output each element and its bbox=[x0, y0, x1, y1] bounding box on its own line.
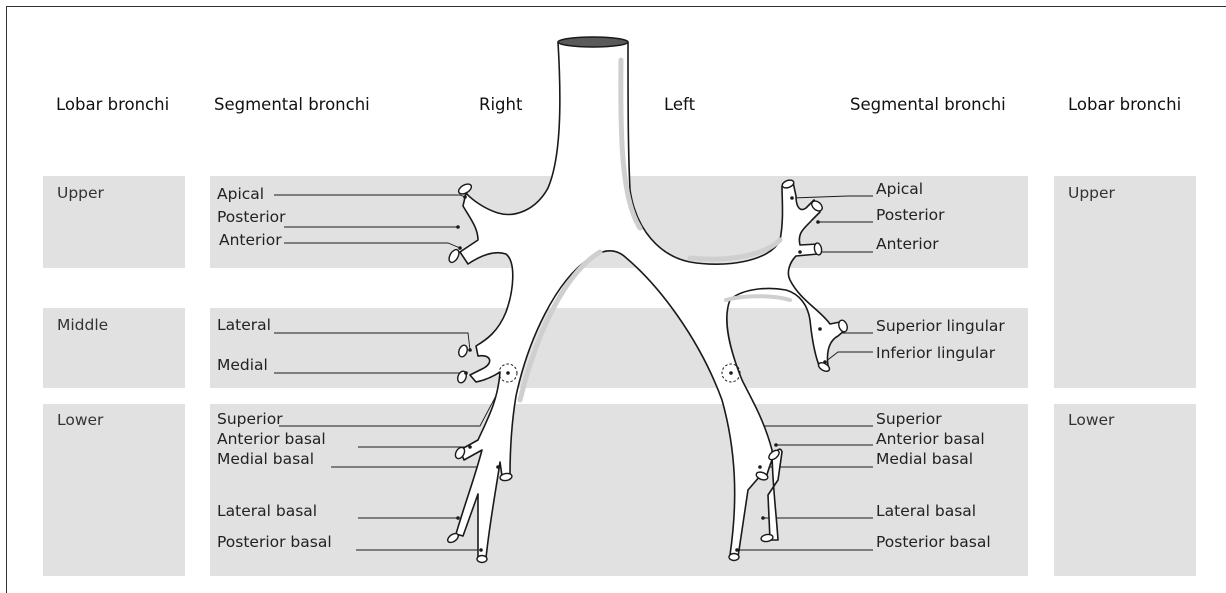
lobe-lower-left-col: Lower bbox=[57, 413, 103, 429]
label-medial-basal-right: Medial basal bbox=[217, 452, 314, 468]
label-superior-right: Superior bbox=[217, 412, 283, 428]
label-anterior-basal-right: Anterior basal bbox=[217, 432, 326, 448]
leader-superior-right bbox=[279, 373, 508, 426]
opening-posterior-basal-left bbox=[729, 554, 739, 561]
label-posterior-left: Posterior bbox=[876, 208, 945, 224]
superior-segment-markers bbox=[499, 364, 740, 382]
opening-lateral-basal-right bbox=[446, 532, 460, 545]
header-lobar-bronchi-right: Lobar bronchi bbox=[1068, 97, 1181, 114]
label-superior-left: Superior bbox=[876, 412, 942, 428]
label-lateral-right: Lateral bbox=[217, 318, 271, 334]
label-anterior-left: Anterior bbox=[876, 237, 939, 253]
opening-lateral-basal-left bbox=[760, 534, 773, 543]
lobe-middle-left-col: Middle bbox=[57, 318, 108, 334]
label-lateral-basal-left: Lateral basal bbox=[876, 504, 976, 520]
label-apical-left: Apical bbox=[876, 182, 923, 198]
leader-apical-right bbox=[274, 195, 465, 197]
lobe-lower-right-col: Lower bbox=[1068, 413, 1114, 429]
label-apical-right: Apical bbox=[217, 187, 264, 203]
label-posterior-right: Posterior bbox=[217, 210, 286, 226]
header-segmental-bronchi-right: Segmental bronchi bbox=[850, 97, 1006, 114]
label-medial-right: Medial bbox=[217, 358, 268, 374]
header-lobar-bronchi-left: Lobar bronchi bbox=[56, 97, 169, 114]
header-segmental-bronchi-left: Segmental bronchi bbox=[214, 97, 370, 114]
label-superior-lingular-left: Superior lingular bbox=[876, 319, 1005, 335]
label-anterior-basal-left: Anterior basal bbox=[876, 432, 985, 448]
header-right: Right bbox=[479, 97, 522, 114]
label-posterior-basal-right: Posterior basal bbox=[217, 535, 332, 551]
leader-apical-left bbox=[792, 196, 873, 198]
lobe-upper-right-col: Upper bbox=[1068, 186, 1115, 202]
header-left: Left bbox=[664, 97, 695, 114]
label-posterior-basal-left: Posterior basal bbox=[876, 535, 991, 551]
label-lateral-basal-right: Lateral basal bbox=[217, 504, 317, 520]
trachea-opening bbox=[558, 37, 628, 47]
leader-inferior-lingular-left bbox=[825, 352, 873, 362]
label-medial-basal-left: Medial basal bbox=[876, 452, 973, 468]
label-inferior-lingular-left: Inferior lingular bbox=[876, 346, 995, 362]
lobe-upper-left-col: Upper bbox=[57, 186, 104, 202]
opening-anterior-right bbox=[447, 248, 461, 264]
opening-apical-right bbox=[457, 182, 473, 196]
leader-anterior-right bbox=[284, 243, 460, 248]
leader-lateral-right bbox=[274, 333, 470, 350]
opening-lateral-right bbox=[457, 344, 469, 358]
opening-posterior-basal-right bbox=[477, 556, 487, 563]
label-anterior-right: Anterior bbox=[219, 233, 282, 249]
